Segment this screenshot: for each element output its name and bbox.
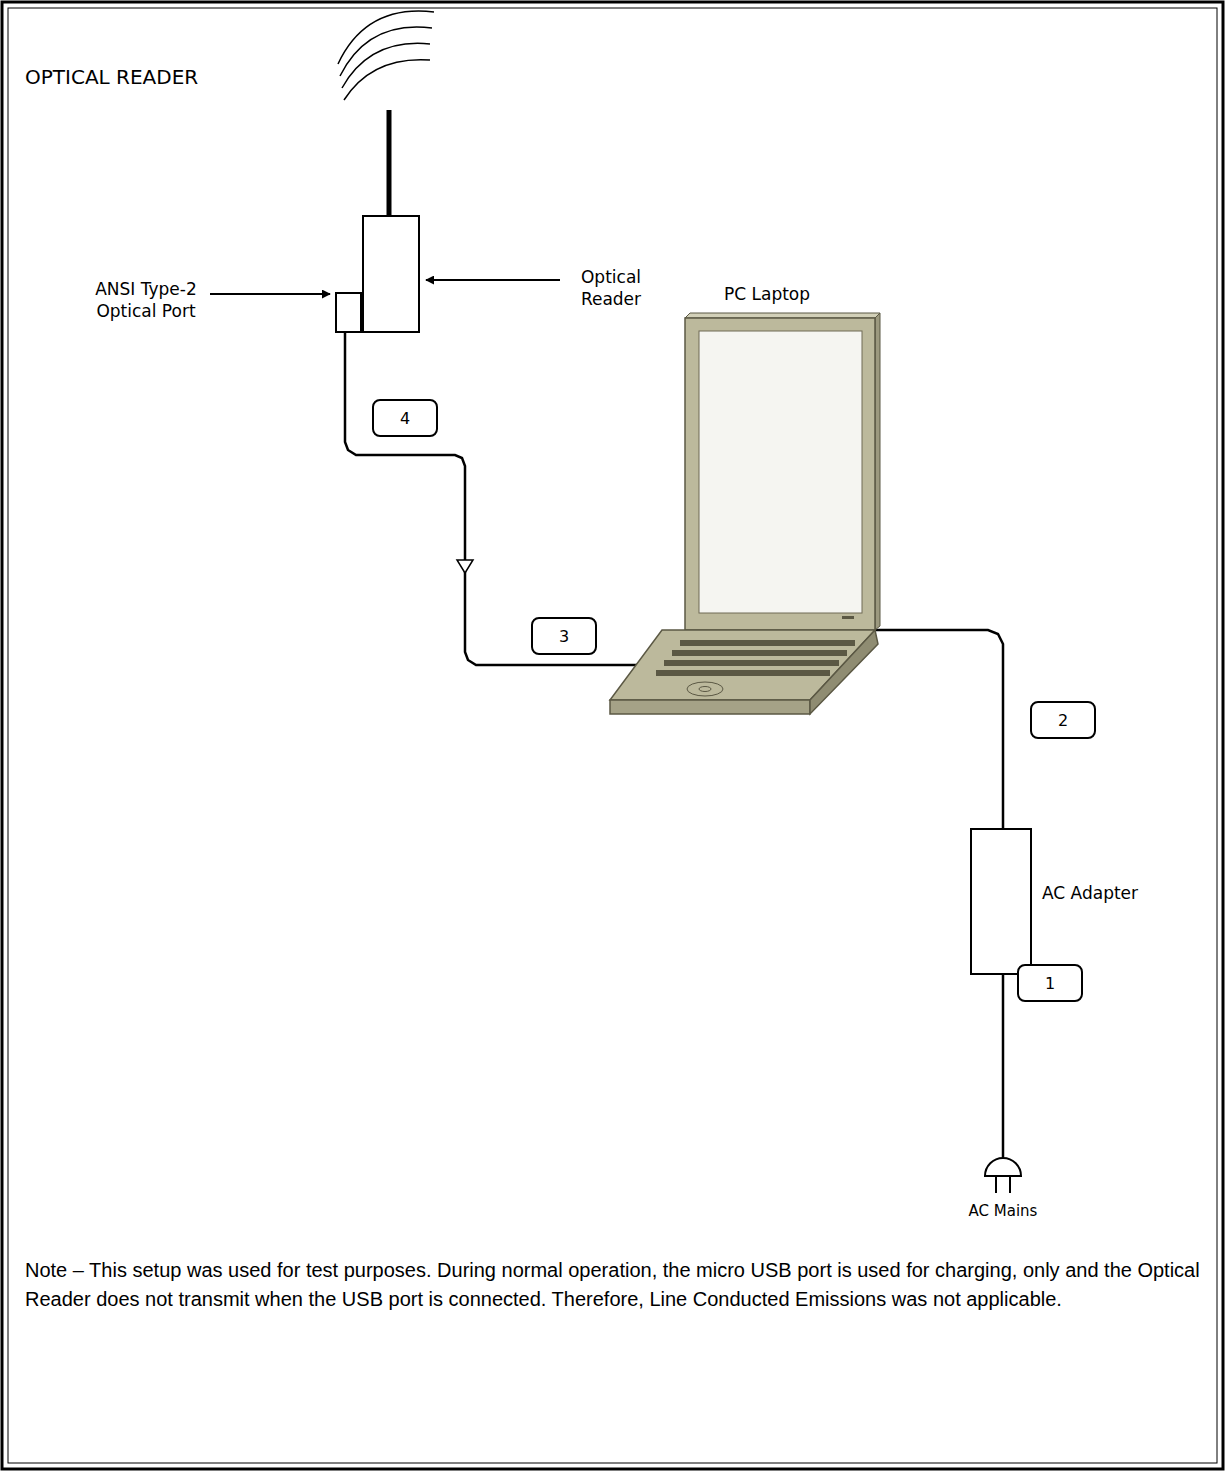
note-text: Note – This setup was used for test purp… xyxy=(25,1256,1205,1314)
leader-arrow xyxy=(426,279,560,281)
callout-number: 4 xyxy=(372,399,438,437)
optical-reader: Optical Reader xyxy=(362,215,420,333)
pc-laptop: PC Laptop xyxy=(610,318,878,718)
node-label: AC Adapter xyxy=(1042,882,1192,904)
node-label: AC Mains xyxy=(943,1202,1063,1222)
callout-number: 2 xyxy=(1030,701,1096,739)
node-label: Optical Reader xyxy=(568,266,654,310)
mains-plug xyxy=(985,1158,1021,1193)
leader-arrow xyxy=(210,293,330,295)
ac-adapter: AC Adapter xyxy=(970,828,1032,975)
node-label: ANSI Type-2 Optical Port xyxy=(82,278,210,322)
ac-mains: AC Mains xyxy=(983,1155,1023,1197)
radio-waves xyxy=(338,11,434,100)
frame-inner xyxy=(8,8,1217,1463)
cable xyxy=(345,333,660,665)
callout-number: 3 xyxy=(531,617,597,655)
laptop-illustration xyxy=(610,313,880,714)
cable-connector xyxy=(457,560,473,573)
node-label: PC Laptop xyxy=(687,283,847,305)
optical-port: ANSI Type-2 Optical Port xyxy=(335,292,362,333)
cable xyxy=(1002,975,1005,1157)
callout-number: 1 xyxy=(1017,964,1083,1002)
antenna-mast xyxy=(387,110,392,215)
cable xyxy=(875,630,1003,828)
diagram-title: OPTICAL READER xyxy=(25,64,198,90)
